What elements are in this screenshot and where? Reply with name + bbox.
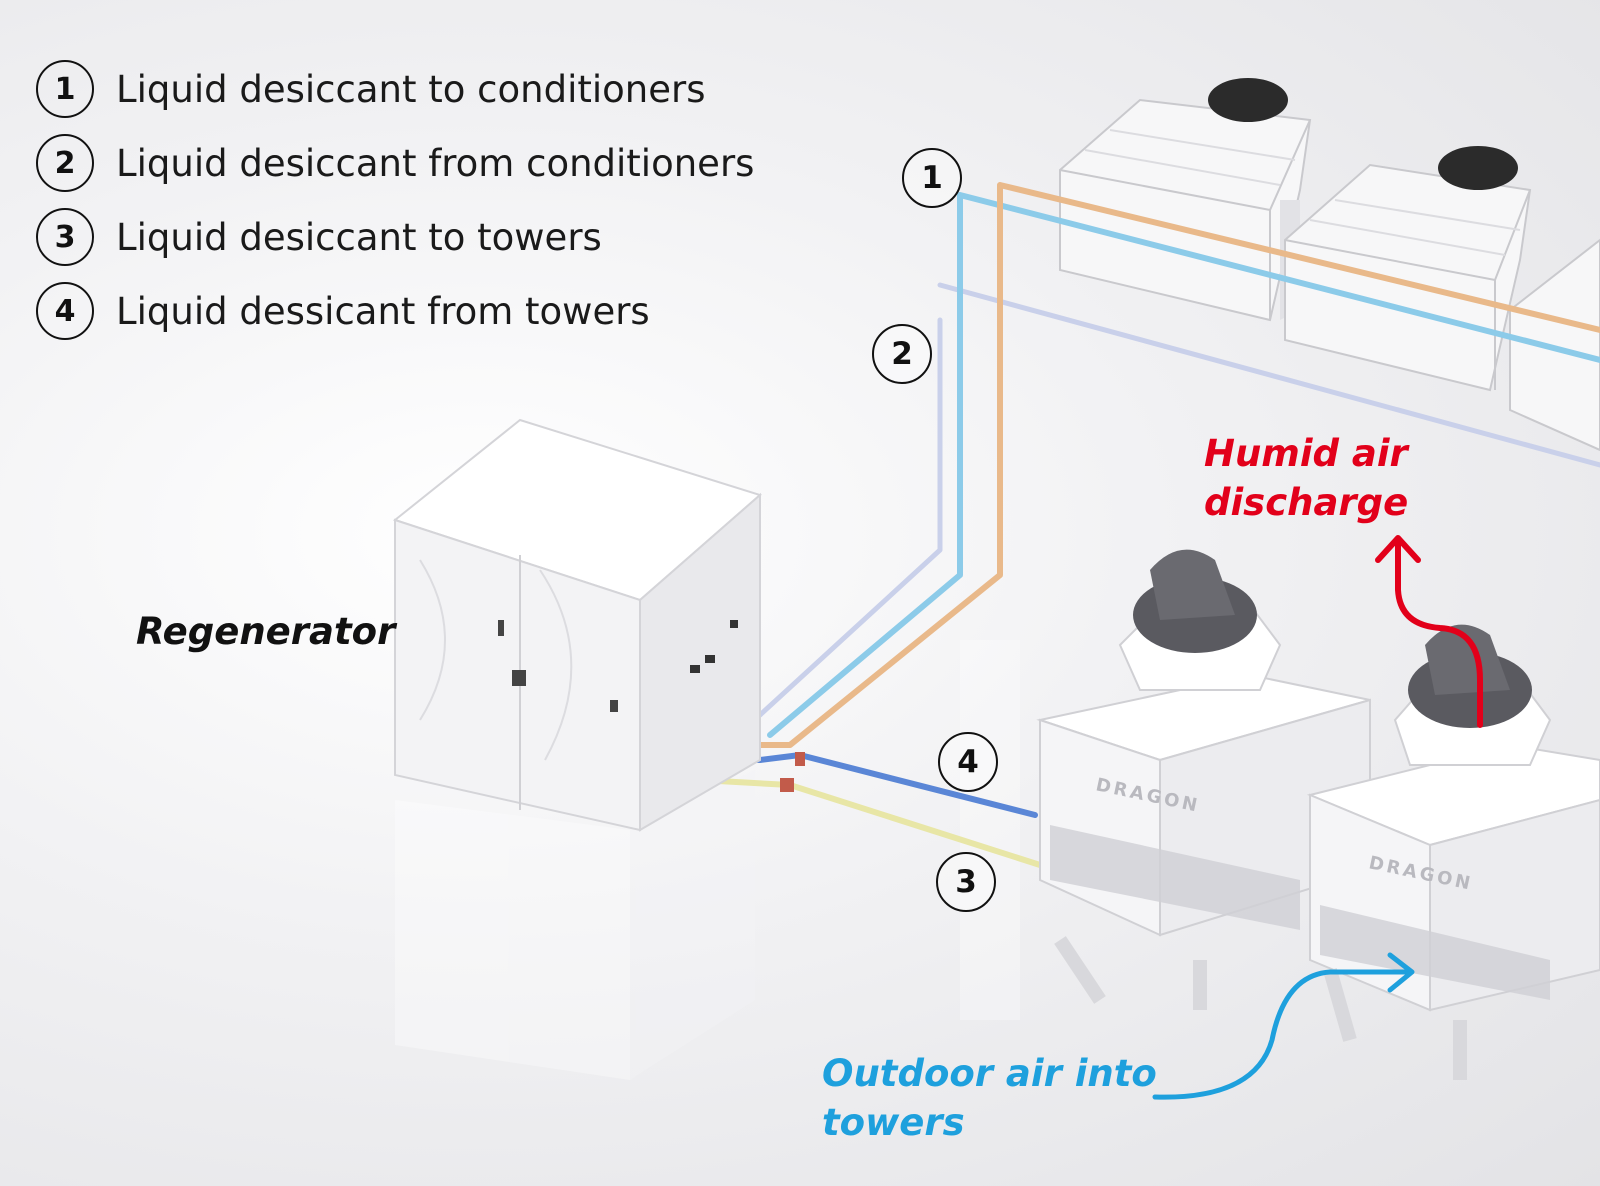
humid-air-label: Humid air discharge (1204, 430, 1464, 528)
legend-label-3: Liquid desiccant to towers (116, 215, 602, 259)
tower-reflections (960, 640, 1020, 1020)
cooling-tower-2 (1306, 624, 1600, 1080)
outdoor-air-label-line-2: towers (822, 1100, 965, 1144)
humid-air-arrow (1375, 535, 1483, 728)
legend-item-2: 2 Liquid desiccant from conditioners (36, 126, 754, 200)
outdoor-air-label: Outdoor air into towers (822, 1050, 1182, 1148)
regenerator-label: Regenerator (136, 610, 396, 653)
legend-number-4: 4 (36, 282, 94, 340)
legend-label-4: Liquid dessicant from towers (116, 289, 650, 333)
pipe-network (697, 182, 1600, 868)
outdoor-air-arrow (1152, 952, 1415, 1100)
outdoor-air-label-line-1: Outdoor air into (822, 1052, 1157, 1095)
legend-label-2: Liquid desiccant from conditioners (116, 141, 755, 185)
conditioner-unit-1 (1059, 78, 1312, 322)
humid-air-label-line-2: discharge (1204, 480, 1409, 524)
pipe-callout-1: 1 (902, 148, 962, 208)
legend-item-3: 3 Liquid desiccant to towers (36, 200, 754, 274)
regenerator-unit (392, 418, 763, 832)
pipe-callout-2: 2 (872, 324, 932, 384)
legend-number-2: 2 (36, 134, 94, 192)
conditioner-unit-3 (1509, 238, 1600, 452)
conditioner-unit-2 (1284, 146, 1532, 392)
legend-number-1: 1 (36, 60, 94, 118)
legend-item-4: 4 Liquid dessicant from towers (36, 274, 754, 348)
pipe-callout-4: 4 (938, 732, 998, 792)
legend-item-1: 1 Liquid desiccant to conditioners (36, 52, 754, 126)
regenerator-reflection (395, 770, 755, 1080)
humid-air-label-line-1: Humid air (1204, 432, 1408, 475)
legend-number-3: 3 (36, 208, 94, 266)
pipe-callout-3: 3 (936, 852, 996, 912)
legend-label-1: Liquid desiccant to conditioners (116, 67, 706, 111)
legend: 1 Liquid desiccant to conditioners 2 Liq… (36, 52, 754, 348)
